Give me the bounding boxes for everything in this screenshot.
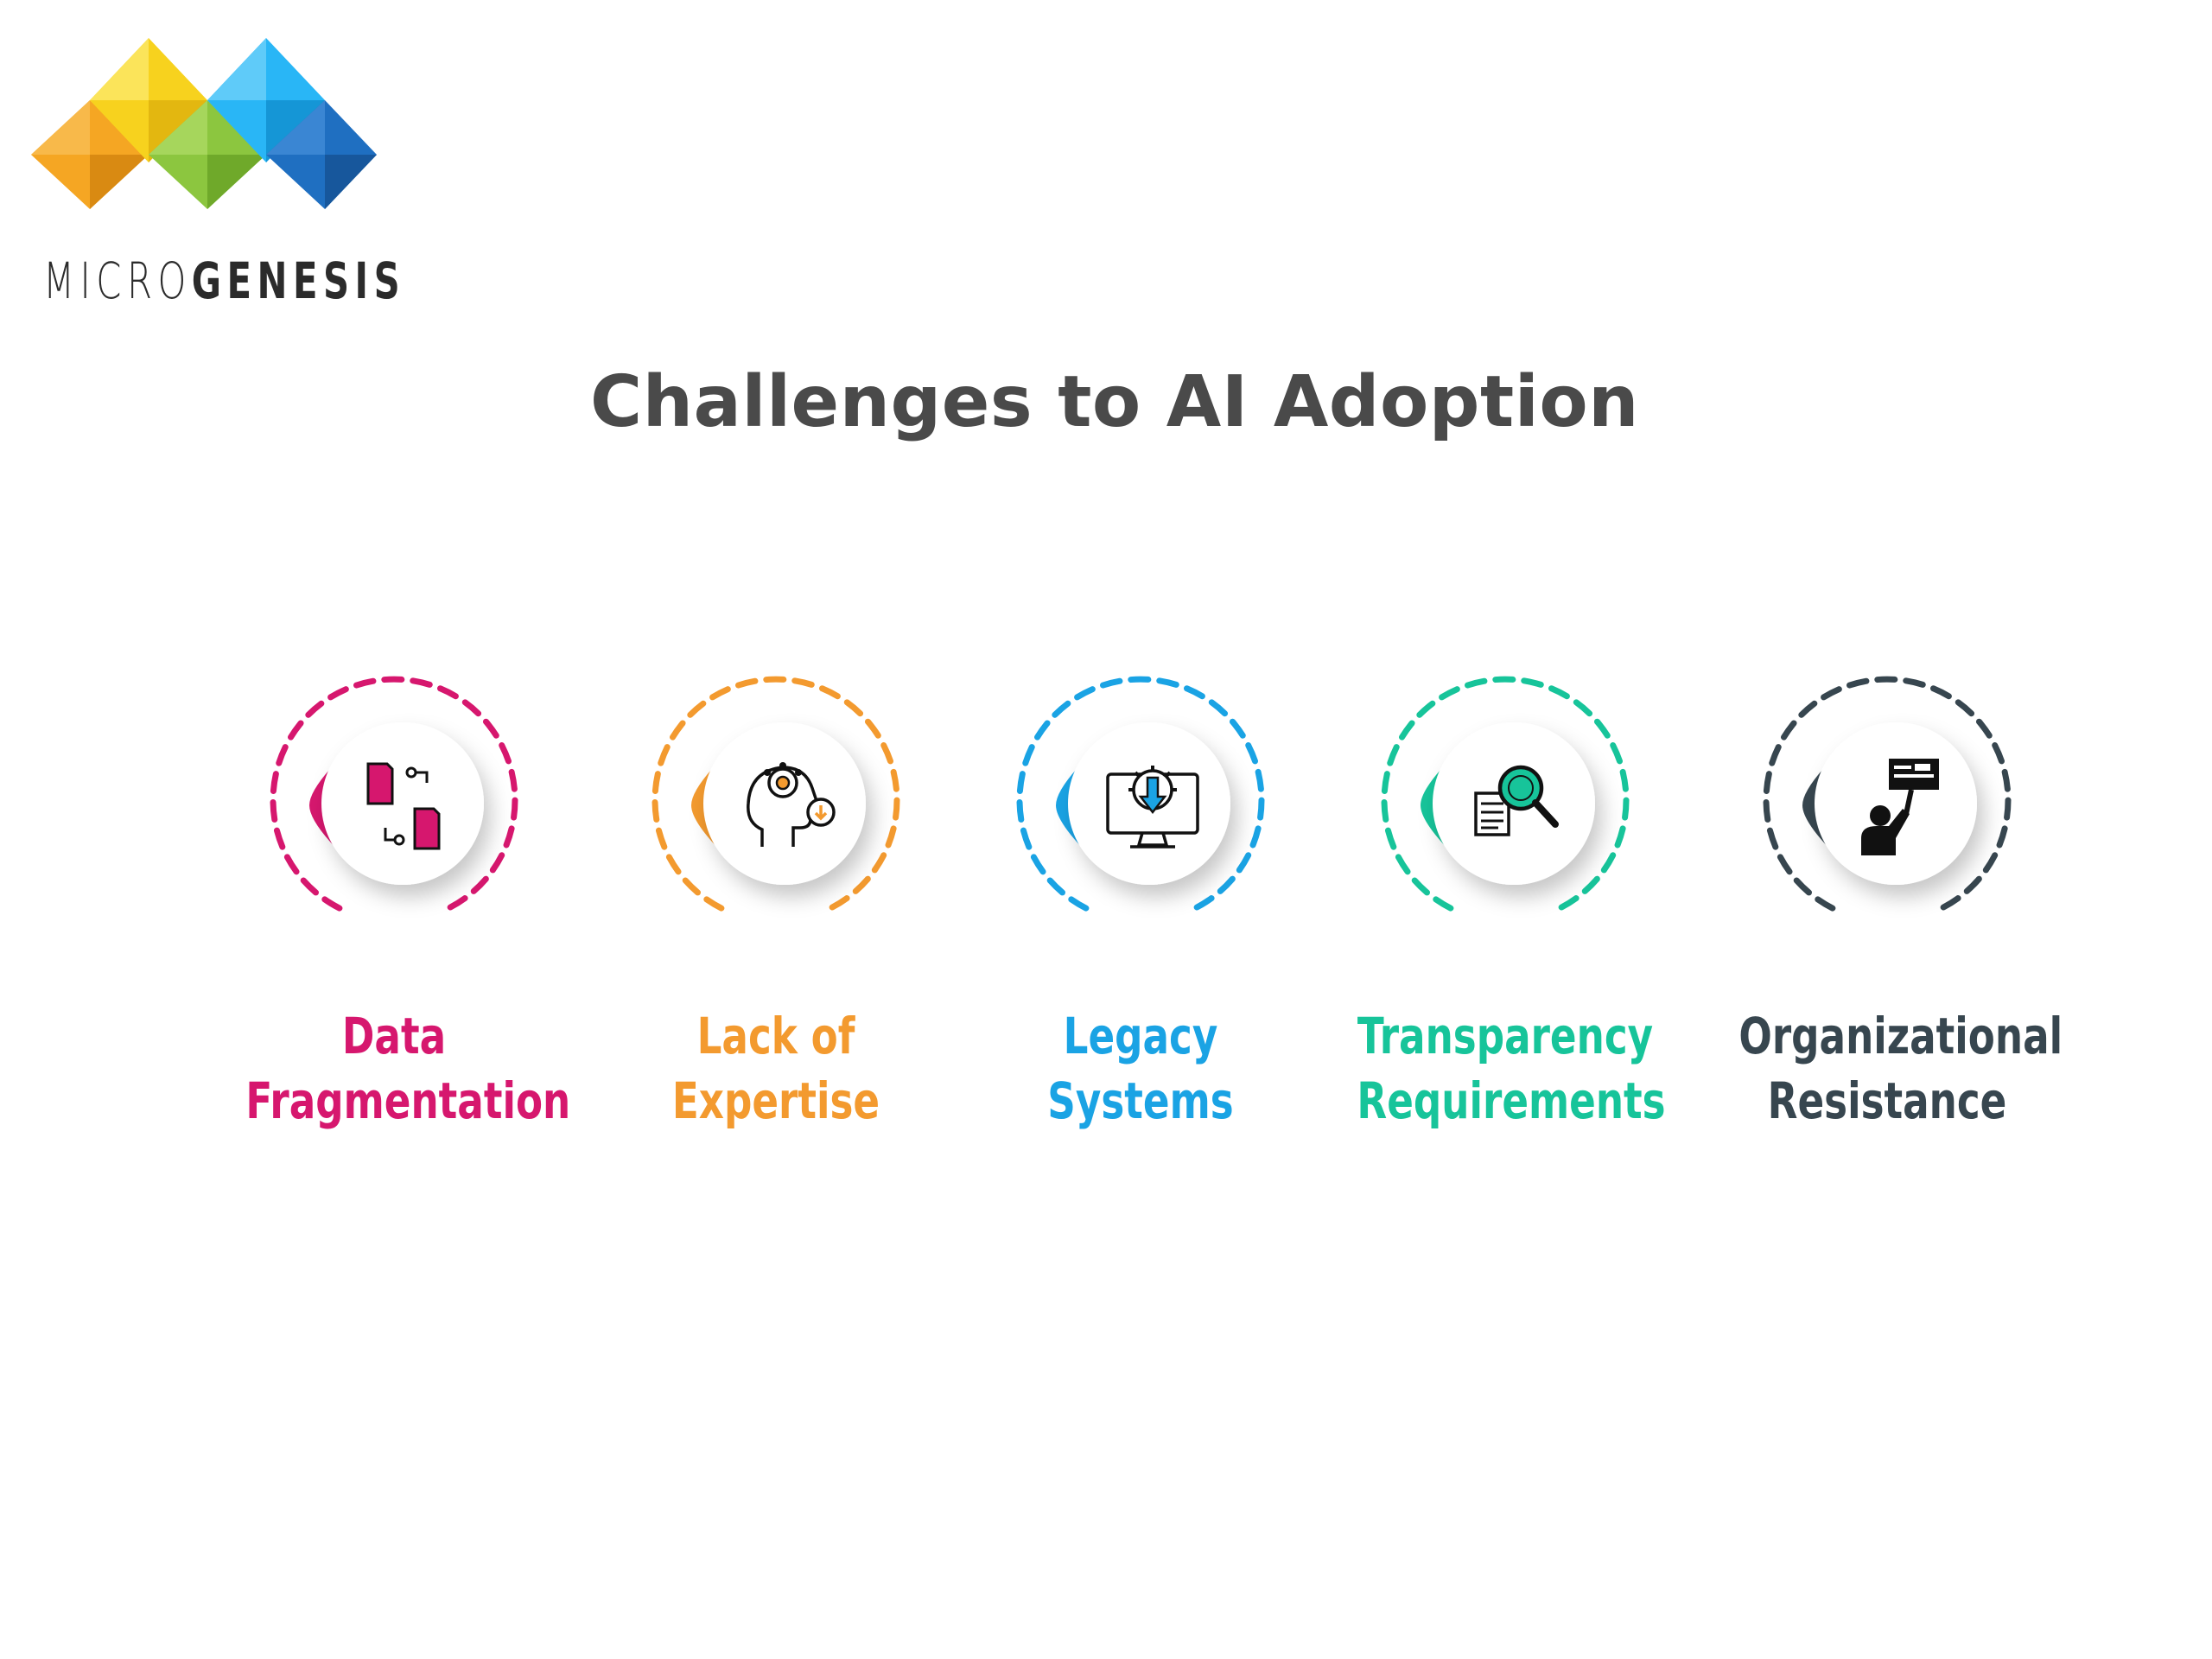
challenge-label-5-line1: Organizational (1738, 1007, 2063, 1065)
expert-head-gear-icon (747, 762, 836, 847)
challenge-number-2: 2 (709, 785, 736, 829)
challenge-label-3: Legacy Systems (950, 1004, 1331, 1134)
magnifier-document-icon (1474, 765, 1559, 836)
challenge-item-4: 4 Transparency Requirements (1315, 674, 1695, 1158)
challenge-item-2: 2 Lack of Expertise (586, 674, 966, 1158)
challenge-badge-4: 4 (1381, 676, 1630, 912)
challenge-badge-5: 5 (1763, 676, 2012, 912)
logo-diamond-mark (31, 38, 377, 209)
logo-wordmark-light: MICRO (43, 251, 192, 310)
challenge-number-3: 3 (1074, 785, 1101, 829)
challenge-label-4-line1: Transparency (1357, 1007, 1654, 1065)
challenge-label-2-line1: Lack of (696, 1007, 855, 1065)
challenge-item-1: 1 Data Fragmentation (204, 674, 584, 1158)
challenge-badge-3: 3 (1016, 676, 1265, 912)
challenge-item-5: 5 Organizational Resistance (1697, 674, 2077, 1158)
microgenesis-logo: MICROGENESIS (31, 38, 400, 306)
challenge-label-1-line2: Fragmentation (245, 1071, 571, 1130)
challenge-label-1: Data Fragmentation (204, 1004, 584, 1134)
logo-wordmark: MICROGENESIS (43, 256, 405, 306)
challenge-label-2-line2: Expertise (671, 1071, 880, 1130)
challenge-label-1-line1: Data (341, 1007, 447, 1065)
person-holding-sign-icon (1861, 759, 1939, 855)
challenge-number-1: 1 (327, 785, 354, 829)
challenge-badge-1: 1 (270, 676, 518, 912)
challenge-label-4: Transparency Requirements (1315, 1004, 1695, 1134)
challenge-badge-2: 2 (652, 676, 900, 912)
challenge-number-5: 5 (1821, 785, 1847, 829)
challenge-number-4: 4 (1439, 785, 1465, 829)
logo-wordmark-bold: GENESIS (191, 251, 406, 310)
challenge-label-5-line2: Resistance (1767, 1071, 2007, 1130)
challenge-label-4-line2: Requirements (1357, 1071, 1666, 1130)
challenge-label-3-line2: Systems (1047, 1071, 1234, 1130)
challenge-label-2: Lack of Expertise (586, 1004, 966, 1134)
data-fragmentation-icon (366, 762, 441, 850)
challenge-label-3-line1: Legacy (1063, 1007, 1218, 1065)
page-title: Challenges to AI Adoption (589, 361, 1640, 443)
challenge-label-5: Organizational Resistance (1697, 1004, 2077, 1134)
monitor-gear-download-icon (1106, 766, 1199, 849)
challenge-item-3: 3 Legacy Systems (950, 674, 1331, 1158)
